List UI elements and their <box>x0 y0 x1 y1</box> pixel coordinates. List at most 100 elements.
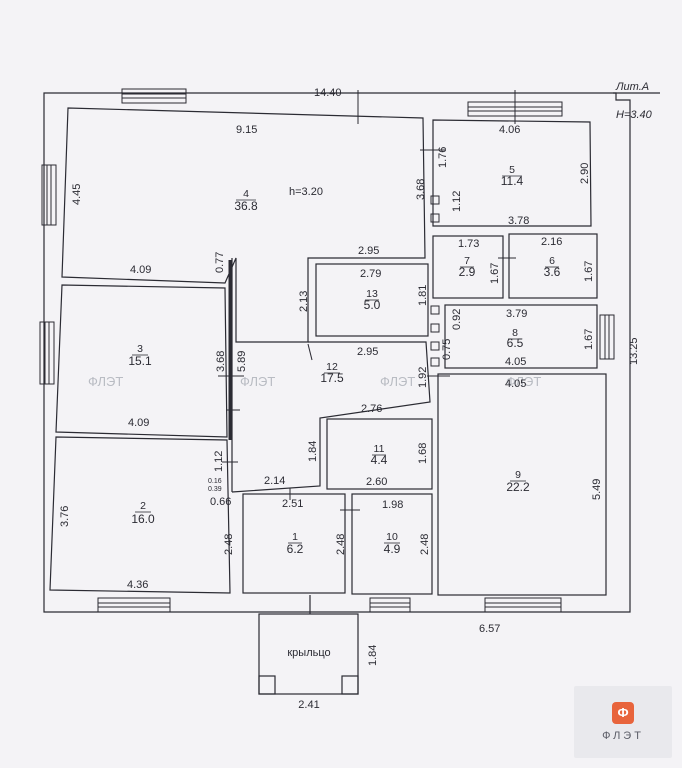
porch-depth: 1.84 <box>367 645 379 666</box>
dim-4-09-bottom: 4.09 <box>128 417 149 429</box>
dim-2-76: 2.76 <box>361 403 382 415</box>
dim-3-76: 3.76 <box>59 506 71 527</box>
window-right-1 <box>599 314 615 360</box>
dim-5-89: 5.89 <box>236 351 248 372</box>
room-6-outline <box>508 233 598 299</box>
window-bottom-2 <box>369 597 411 613</box>
watermark-3: ФЛЭТ <box>380 374 415 389</box>
window-top-1 <box>121 88 187 104</box>
dim-1-12-left: 1.12 <box>213 451 225 472</box>
room-5-outline <box>432 119 592 227</box>
dim-0-16: 0.16 <box>208 478 222 485</box>
room-4-number: 4 <box>243 188 249 200</box>
dim-2-48-a: 2.48 <box>223 534 235 555</box>
dim-3-68-top: 3.68 <box>415 179 427 200</box>
dim-1-67-a: 1.67 <box>489 263 501 284</box>
porch-label: крыльцо <box>287 647 330 659</box>
dim-1-67-c: 1.67 <box>583 329 595 350</box>
dim-4-06: 4.06 <box>499 124 520 136</box>
dim-0-92: 0.92 <box>451 309 463 330</box>
room-11-number: 11 <box>374 443 385 455</box>
dim-2-48-c: 2.48 <box>419 534 431 555</box>
dim-1-67-b: 1.67 <box>583 261 595 282</box>
dim-2-16: 2.16 <box>541 236 562 248</box>
room-13-outline <box>315 263 429 337</box>
room-10-area: 4.9 <box>384 542 401 556</box>
window-bottom-3 <box>484 597 562 613</box>
dim-4-36: 4.36 <box>127 579 148 591</box>
dim-0-39: 0.39 <box>208 486 222 493</box>
watermark-4: ФЛЭТ <box>506 374 541 389</box>
dim-1-81: 1.81 <box>417 285 429 306</box>
room-9-area: 22.2 <box>506 480 530 494</box>
room-10-outline <box>351 493 433 595</box>
dim-1-98: 1.98 <box>382 499 403 511</box>
dim-0-66: 0.66 <box>210 496 231 508</box>
room-12-area: 17.5 <box>320 371 344 385</box>
room-5-area: 11.4 <box>501 174 524 188</box>
dim-2-48-b: 2.48 <box>335 534 347 555</box>
porch-width: 2.41 <box>298 699 319 711</box>
dim-4-45: 4.45 <box>71 184 83 205</box>
dim-1-73: 1.73 <box>458 238 479 250</box>
room-8-area: 6.5 <box>507 336 524 350</box>
porch-step-left <box>258 675 276 695</box>
room-3-number: 3 <box>137 343 143 355</box>
room-4-height: h=3.20 <box>289 186 323 198</box>
porch-outline <box>258 613 359 695</box>
room-9-outline <box>437 373 607 596</box>
watermark-2: ФЛЭТ <box>240 374 275 389</box>
window-left-1 <box>41 164 57 226</box>
room-13-number: 13 <box>366 288 378 300</box>
room-1-outline <box>242 493 346 594</box>
room-7-area: 2.9 <box>459 265 476 279</box>
room-2-number: 2 <box>140 500 146 512</box>
room-2-area: 16.0 <box>131 512 155 526</box>
dim-4-05-b: 4.05 <box>505 378 526 390</box>
brand-logo-badge: Ф ФЛЭТ <box>574 686 672 758</box>
room-12-walls <box>231 341 431 493</box>
overall-width: 14.40 <box>314 87 342 99</box>
room-8-number: 8 <box>512 327 518 339</box>
dim-2-95-bottom: 2.95 <box>357 346 378 358</box>
window-left-2 <box>39 321 55 385</box>
dim-1-92: 1.92 <box>417 367 429 388</box>
watermark-1: ФЛЭТ <box>88 374 123 389</box>
room-12-number: 12 <box>326 361 338 373</box>
room-13-area: 5.0 <box>364 298 381 312</box>
dim-3-78: 3.78 <box>508 215 529 227</box>
dim-5-49: 5.49 <box>591 479 603 500</box>
porch-step-right <box>341 675 359 695</box>
window-bottom-1 <box>97 597 171 613</box>
room-4-area: 36.8 <box>234 199 258 213</box>
room-5-number: 5 <box>509 164 515 176</box>
dim-2-79: 2.79 <box>360 268 381 280</box>
overall-depth: 13.25 <box>628 337 640 365</box>
room-7-outline <box>432 235 504 299</box>
dim-0-77: 0.77 <box>214 252 226 273</box>
room-3-area: 15.1 <box>128 354 152 368</box>
dim-1-12: 1.12 <box>451 191 463 212</box>
dim-1-68: 1.68 <box>417 443 429 464</box>
dim-9-15: 9.15 <box>236 124 257 136</box>
room-8-outline <box>444 304 598 369</box>
dim-2-90: 2.90 <box>579 163 591 184</box>
dim-2-60: 2.60 <box>366 476 387 488</box>
room-9-number: 9 <box>515 469 521 481</box>
room-4-outline <box>61 107 426 343</box>
room-6-area: 3.6 <box>544 265 561 279</box>
dim-2-95-top: 2.95 <box>358 245 379 257</box>
room-3-outline <box>55 284 228 438</box>
room-1-area: 6.2 <box>287 542 304 556</box>
room-2-outline <box>49 436 231 594</box>
dim-6-57: 6.57 <box>479 623 500 635</box>
room-6-number: 6 <box>549 255 555 267</box>
dim-3-68-left: 3.68 <box>215 351 227 372</box>
dim-4-05-a: 4.05 <box>505 356 526 368</box>
brand-logo-icon: Ф <box>612 702 634 724</box>
room-7-number: 7 <box>464 255 470 267</box>
dim-2-13: 2.13 <box>298 291 310 312</box>
brand-logo-text: ФЛЭТ <box>602 730 644 742</box>
